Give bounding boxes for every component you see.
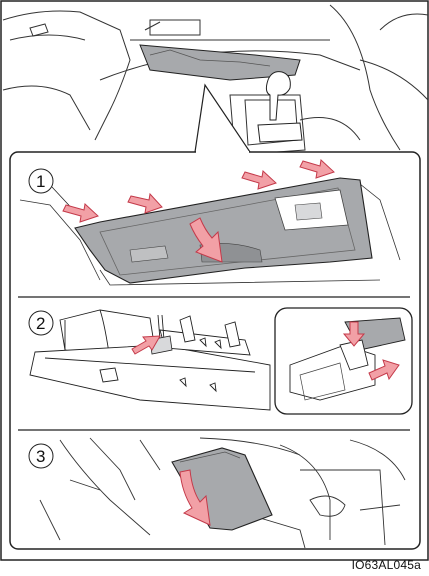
step-2-number: 2: [36, 314, 45, 333]
figure-code: IO63AL045a: [352, 558, 421, 572]
step-3-number: 3: [36, 447, 45, 466]
step-1-number: 1: [36, 172, 45, 191]
